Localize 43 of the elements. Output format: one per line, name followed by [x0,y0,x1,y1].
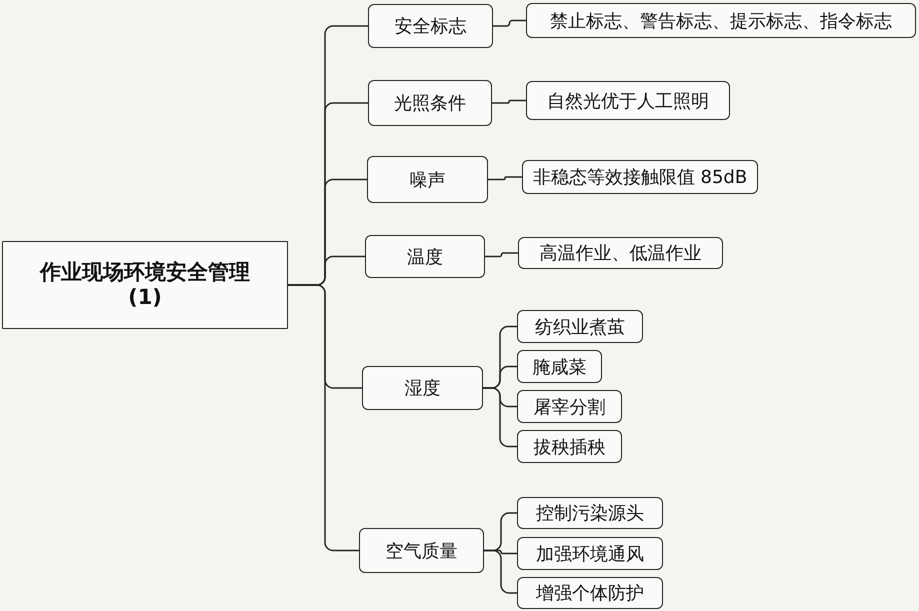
connector-line [488,176,522,180]
category-label: 湿度 [404,377,440,400]
category-box [368,80,492,126]
connector-line [493,20,526,27]
item-label: 控制污染源头 [536,502,644,525]
topic-box [2,241,288,329]
item-box [517,430,622,463]
item-label: 增强个体防护 [536,582,644,605]
connector-line [484,550,517,594]
item-label: 高温作业、低温作业 [540,242,702,265]
category-label: 温度 [407,246,443,268]
item-label: 屠宰分割 [534,396,606,418]
item-box [526,81,730,120]
item-label: 自然光优于人工照明 [547,90,709,112]
item-label: 加强环境通风 [536,542,644,566]
item-box [517,390,622,423]
connector-line [492,100,526,104]
category-box [359,528,484,573]
category-label: 噪声 [410,168,446,192]
category-box [367,156,488,203]
item-box [526,3,916,38]
item-label: 非稳态等效接触限值 85dB [532,166,748,189]
category-label: 安全标志 [394,15,466,38]
connector-line [288,284,359,552]
item-box [517,497,663,529]
item-box [517,350,602,383]
category-label: 光照条件 [394,92,466,115]
category-box [368,4,493,48]
item-label: 禁止标志、警告标志、提示标志、指令标志 [550,10,892,32]
item-label: 腌咸菜 [532,356,586,378]
item-box [517,537,663,570]
connector-line [483,387,517,448]
category-label: 空气质量 [386,540,458,562]
item-box [517,310,643,343]
topic-label: 作业现场环境安全管理(1) [38,260,251,310]
item-label: 纺织业煮茧 [535,316,625,338]
item-box [522,160,758,194]
connector-line [485,252,518,258]
category-box [362,366,483,410]
category-box [365,235,485,278]
item-box [518,237,723,269]
item-label: 拔秧插秧 [534,436,606,458]
item-box [517,577,663,609]
